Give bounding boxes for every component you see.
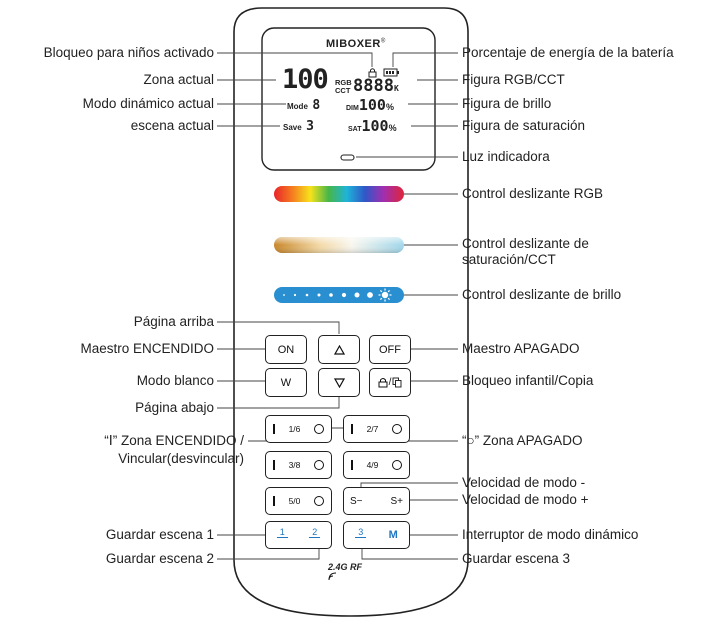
label-saturation-figure: Figura de saturación <box>462 118 586 133</box>
zone-on-bar-icon <box>273 496 275 506</box>
zone-label: 3/8 <box>288 460 301 470</box>
label-master-off: Maestro APAGADO <box>462 341 580 356</box>
label-dynamic-switch: Interruptor de modo dinámico <box>462 527 639 542</box>
zone-2-7-button[interactable]: 2/7 <box>343 415 410 443</box>
speed-button[interactable]: S− S+ <box>343 487 410 515</box>
brand-logo: MIBOXER® <box>326 38 386 50</box>
label-battery: Porcentaje de energía de la batería <box>462 45 674 60</box>
label-brightness-slider: Control deslizante de brillo <box>462 287 622 302</box>
zone-on-bar-icon <box>351 460 353 470</box>
label-speed-plus: Velocidad de modo + <box>462 492 589 507</box>
lock-copy-button[interactable]: / <box>369 368 411 397</box>
speed-minus-label[interactable]: S− <box>350 495 363 507</box>
scene-1-label[interactable]: 1 <box>276 528 288 538</box>
zone-label: 4/9 <box>366 460 379 470</box>
indicator-light <box>340 154 355 161</box>
zone-on-bar-icon <box>273 424 275 434</box>
on-button[interactable]: ON <box>265 335 307 364</box>
label-rgb-slider: Control deslizante RGB <box>462 186 604 201</box>
label-page-up: Página arriba <box>133 314 214 329</box>
page-up-button[interactable] <box>318 335 360 364</box>
zone-off-circle-icon <box>313 460 324 470</box>
label-current-zone: Zona actual <box>143 72 214 87</box>
label-page-down: Página abajo <box>135 400 214 415</box>
label-zone-off: “○” Zona APAGADO <box>462 433 583 448</box>
label-child-lock: Bloqueo para niños activado <box>43 45 214 60</box>
zone-3-8-button[interactable]: 3/8 <box>265 451 332 479</box>
lcd-rgb-cct-value: 8888K <box>353 76 399 96</box>
speed-plus-label[interactable]: S+ <box>390 495 403 507</box>
rgb-slider[interactable] <box>274 186 404 202</box>
lock-icon <box>378 378 388 388</box>
scene-3-label[interactable]: 3 <box>355 528 367 538</box>
zone-off-circle-icon <box>313 424 324 434</box>
zone-off-circle-icon <box>391 424 402 434</box>
triangle-down-icon <box>333 377 345 388</box>
battery-icon <box>383 68 399 77</box>
copy-icon <box>392 377 402 388</box>
label-sat-cct-slider-1: Control deslizante de <box>462 236 589 251</box>
label-white-mode: Modo blanco <box>136 373 214 388</box>
label-save-scene-1: Guardar escena 1 <box>105 527 214 542</box>
label-brightness-figure: Figura de brillo <box>462 96 552 111</box>
scene-2-label[interactable]: 2 <box>309 528 321 538</box>
label-sat-cct-slider-2: saturación/CCT <box>462 252 556 267</box>
brightness-dots <box>283 292 373 298</box>
lcd-sat: SAT100% <box>348 117 397 135</box>
zone-on-bar-icon <box>273 460 275 470</box>
label-master-on: Maestro ENCENDIDO <box>80 341 214 356</box>
brightness-slider[interactable] <box>274 287 404 303</box>
lcd-screen <box>261 27 436 171</box>
rf-label: 2.4G RF <box>328 562 362 581</box>
lcd-cct-label: CCT <box>335 86 351 95</box>
label-lock-copy: Bloqueo infantil/Copia <box>462 373 594 388</box>
label-current-scene: escena actual <box>130 118 214 133</box>
white-mode-button[interactable]: W <box>265 368 307 397</box>
mode-switch-label[interactable]: M <box>388 529 398 541</box>
lcd-dim: DIM100% <box>346 96 394 114</box>
scene-1-2-button[interactable]: 1 2 <box>265 521 332 549</box>
zone-label: 5/0 <box>288 496 301 506</box>
scene-3-mode-button[interactable]: 3 M <box>343 521 410 549</box>
page-down-button[interactable] <box>318 368 360 397</box>
triangle-up-icon <box>333 344 345 355</box>
lcd-zone-number: 100 <box>282 64 329 95</box>
label-zone-on-2: Vincular(desvincular) <box>118 451 244 466</box>
label-save-scene-3: Guardar escena 3 <box>462 551 571 566</box>
zone-on-bar-icon <box>351 424 353 434</box>
lcd-save: Save 3 <box>283 119 314 134</box>
lock-icon <box>368 68 377 78</box>
zone-off-circle-icon <box>313 496 324 506</box>
label-rgb-cct-figure: Figura RGB/CCT <box>462 72 565 87</box>
lcd-mode: Mode 8 <box>287 98 321 113</box>
zone-1-6-button[interactable]: 1/6 <box>265 415 332 443</box>
zone-5-0-button[interactable]: 5/0 <box>265 487 332 515</box>
sun-icon <box>378 288 392 302</box>
zone-label: 2/7 <box>366 424 379 434</box>
zone-off-circle-icon <box>391 460 402 470</box>
label-zone-on-1: “Ⅰ” Zona ENCENDIDO / <box>104 433 244 448</box>
lcd-rgb-label: RGB <box>335 78 352 87</box>
zone-label: 1/6 <box>288 424 301 434</box>
label-save-scene-2: Guardar escena 2 <box>105 551 214 566</box>
signal-waves-icon <box>328 572 337 581</box>
label-speed-minus: Velocidad de modo - <box>462 475 586 490</box>
zone-4-9-button[interactable]: 4/9 <box>343 451 410 479</box>
label-dynamic-mode: Modo dinámico actual <box>82 96 214 111</box>
off-button[interactable]: OFF <box>369 335 411 364</box>
label-indicator: Luz indicadora <box>462 149 550 164</box>
